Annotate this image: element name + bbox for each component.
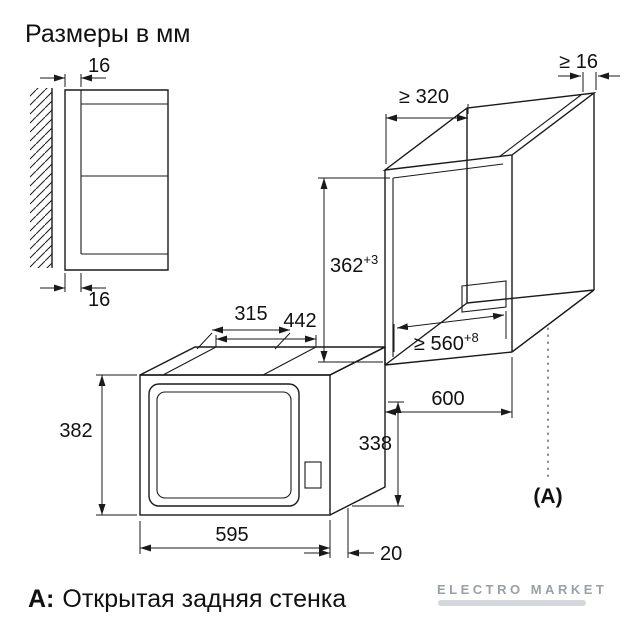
dim-overlap-bottom: 16: [40, 273, 110, 311]
dim-body-depth: 315: [196, 303, 291, 350]
dim-front-height: 382: [59, 374, 137, 516]
oven-body-width-label: 442: [283, 310, 316, 332]
watermark-text: ELECTRO MARKET: [437, 582, 607, 597]
side-view: 16 16: [30, 55, 169, 311]
oven-body-edges: [162, 346, 317, 376]
niche-panel-thickness-line: [498, 94, 582, 158]
niche-view: ≥ 320 ≥ 16 362+3 ≥ 560+8 600: [318, 51, 620, 508]
oven-door: [148, 383, 300, 507]
rear-wall-label: (A): [533, 485, 562, 508]
oven-display: [304, 461, 322, 489]
dim-niche-width: ≥ 560+8: [393, 311, 507, 355]
rear-wall-marker: (A): [533, 327, 563, 508]
side-view-dim-bottom-label: 16: [88, 289, 110, 311]
caption: A:Открытая задняя стенка: [28, 585, 346, 613]
dim-frame-gap: 20: [304, 508, 402, 565]
dim-body-height: 338: [352, 401, 404, 507]
outlet-cutout: [461, 280, 507, 313]
side-view-dim-top-label: 16: [88, 55, 110, 77]
niche-panel-label: ≥ 16: [559, 51, 598, 73]
oven-front-frame: [139, 374, 331, 516]
oven-top-face: [139, 346, 386, 376]
side-outline: [64, 89, 169, 271]
dim-outer-width: 600: [384, 357, 513, 418]
niche-floor: [384, 289, 595, 366]
oven-door-window: [156, 391, 292, 499]
wall-hatch: [30, 88, 52, 268]
dim-body-width: 442: [215, 310, 317, 347]
oven-depth-label: 315: [234, 303, 267, 325]
page-title: Размеры в мм: [25, 20, 190, 48]
watermark: ELECTRO MARKET: [437, 582, 607, 606]
oven-height-label: 382: [59, 420, 92, 442]
dim-overlap-top: 16: [40, 55, 110, 87]
dim-front-width: 595: [139, 521, 331, 554]
oven-body-height-label: 338: [359, 433, 392, 455]
dim-panel-thickness: ≥ 16: [558, 51, 620, 92]
niche-height-label: 362+3: [330, 252, 378, 277]
oven-width-label: 595: [215, 524, 248, 546]
dim-niche-height: 362+3: [318, 177, 390, 363]
dim-niche-depth: ≥ 320: [385, 86, 469, 164]
oven-frame-label: 20: [380, 543, 402, 565]
oven-right-face: [329, 345, 386, 516]
niche-depth-label: ≥ 320: [399, 86, 449, 108]
side-inner-lines: [80, 90, 168, 255]
niche-right-panel: [511, 93, 595, 353]
oven-view: 315 442 382 338 595: [59, 303, 404, 565]
watermark-subline: [438, 600, 586, 606]
niche-width-label: ≥ 560+8: [414, 330, 479, 355]
niche-interior-lines: [392, 163, 504, 357]
niche-outer-width-label: 600: [431, 388, 464, 410]
